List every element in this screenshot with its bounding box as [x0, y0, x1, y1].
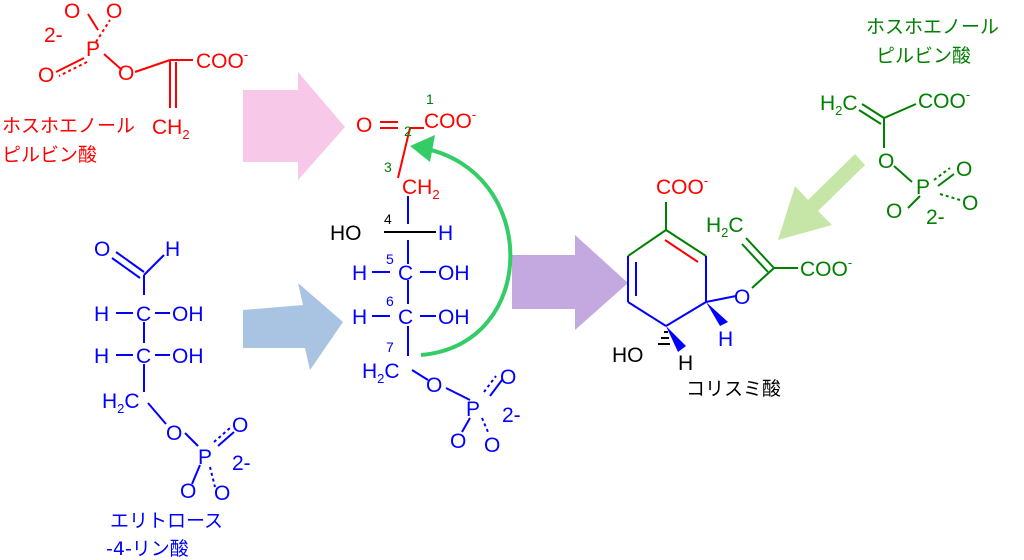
pep-top-p: P — [86, 38, 100, 61]
pep-top-name-line2: ピルビン酸 — [2, 144, 97, 166]
pep-top-olink: O — [118, 62, 134, 85]
pep-right-name-line1: ホスホエノール — [866, 16, 999, 38]
carbon-number-4: 4 — [384, 211, 392, 227]
arrow-blue — [243, 283, 343, 370]
intermediate-c5: C — [398, 262, 413, 285]
pep-top-charge: 2- — [44, 24, 63, 47]
e4p-name-line1: エリトロース — [110, 510, 223, 532]
pep-right-p: P — [916, 176, 930, 199]
intermediate-h6: H — [352, 306, 367, 329]
intermediate-ho4: HO — [330, 222, 362, 245]
intermediate-o-up: O — [500, 366, 516, 389]
e4p-olink: O — [166, 422, 182, 445]
intermediate-red-bonds — [380, 121, 424, 179]
chorismate-ring — [627, 202, 798, 327]
intermediate-o-down-left: O — [450, 430, 466, 453]
e4p-row1-c: C — [136, 303, 151, 326]
curved-arrow — [410, 135, 513, 357]
pep-top-o3: O — [38, 64, 54, 87]
pep-top-o2: O — [106, 0, 122, 23]
e4p-o: O — [94, 238, 110, 261]
carbon-number-6: 6 — [386, 293, 394, 309]
chorismate-h2c: H2C — [706, 214, 744, 240]
e4p-o-down-right: O — [214, 482, 230, 505]
pep-right-coo: COO- — [918, 87, 970, 113]
e4p-row2-oh: OH — [172, 345, 204, 368]
carbon-number-5: 5 — [386, 251, 394, 267]
intermediate-ch2: CH2 — [402, 176, 440, 202]
intermediate-oh6: OH — [438, 306, 470, 329]
carbon-number-2: 2 — [404, 123, 412, 139]
chorismate-h-bottom: H — [678, 352, 693, 375]
carbon-number-3: 3 — [384, 159, 392, 175]
e4p-row1-h: H — [94, 303, 109, 326]
intermediate-blue-bonds — [372, 196, 503, 433]
chorismate-coo: COO- — [656, 173, 708, 199]
chorismate-hash-ho — [658, 331, 670, 345]
arrow-purple — [512, 235, 628, 330]
intermediate-charge: 2- — [502, 404, 521, 427]
arrow-green — [778, 154, 865, 240]
arrow-pink — [243, 72, 345, 180]
e4p-o-up: O — [232, 414, 248, 437]
e4p-o-down-left: O — [180, 480, 196, 503]
carbon-number-1: 1 — [426, 91, 434, 107]
intermediate-o-down-right: O — [484, 434, 500, 457]
e4p-structure — [111, 251, 235, 488]
e4p-p: P — [198, 446, 212, 469]
intermediate-c6: C — [398, 306, 413, 329]
pep-right-o-up: O — [956, 158, 972, 181]
chorismate-coo2: COO- — [800, 255, 852, 281]
chorismate-wedge-bottom — [666, 326, 686, 352]
pep-top-name-line1: ホスホエノール — [2, 115, 135, 137]
pep-right-structure — [858, 103, 961, 209]
intermediate-o: O — [356, 114, 372, 137]
pep-right-h2c: H2C — [820, 92, 858, 118]
e4p-h-top: H — [165, 238, 180, 261]
intermediate-p: P — [466, 398, 480, 421]
e4p-h2c: H2C — [102, 390, 140, 416]
pep-right-o-side: O — [962, 192, 978, 215]
e4p-name-line2: -4-リン酸 — [106, 538, 189, 560]
pep-right-o-down: O — [886, 200, 902, 223]
pep-right-name-line2: ピルビン酸 — [876, 45, 971, 67]
e4p-row1-oh: OH — [172, 303, 204, 326]
chorismate-ho: HO — [612, 344, 644, 367]
intermediate-h4: H — [438, 222, 453, 245]
chorismate-wedge-h — [706, 302, 728, 326]
carbon-number-7: 7 — [386, 339, 394, 355]
chorismate-o: O — [734, 286, 750, 309]
pep-top-o1: O — [64, 0, 80, 23]
pep-top-ch2: CH2 — [152, 116, 190, 142]
e4p-row2-h: H — [94, 345, 109, 368]
pep-right-charge: 2- — [926, 206, 945, 229]
intermediate-h2c7: H2C — [362, 360, 400, 386]
intermediate-coo: COO- — [424, 107, 476, 133]
e4p-row2-c: C — [136, 345, 151, 368]
intermediate-oh5: OH — [438, 262, 470, 285]
chorismate-h-right: H — [718, 328, 733, 351]
intermediate-h5: H — [352, 262, 367, 285]
pep-top-structure — [55, 13, 193, 108]
chorismate-name: コリスミ酸 — [686, 378, 781, 400]
e4p-charge: 2- — [232, 452, 251, 475]
pep-top-coo: COO- — [196, 47, 248, 73]
pep-right-olink: O — [878, 150, 894, 173]
intermediate-olink: O — [426, 374, 442, 397]
